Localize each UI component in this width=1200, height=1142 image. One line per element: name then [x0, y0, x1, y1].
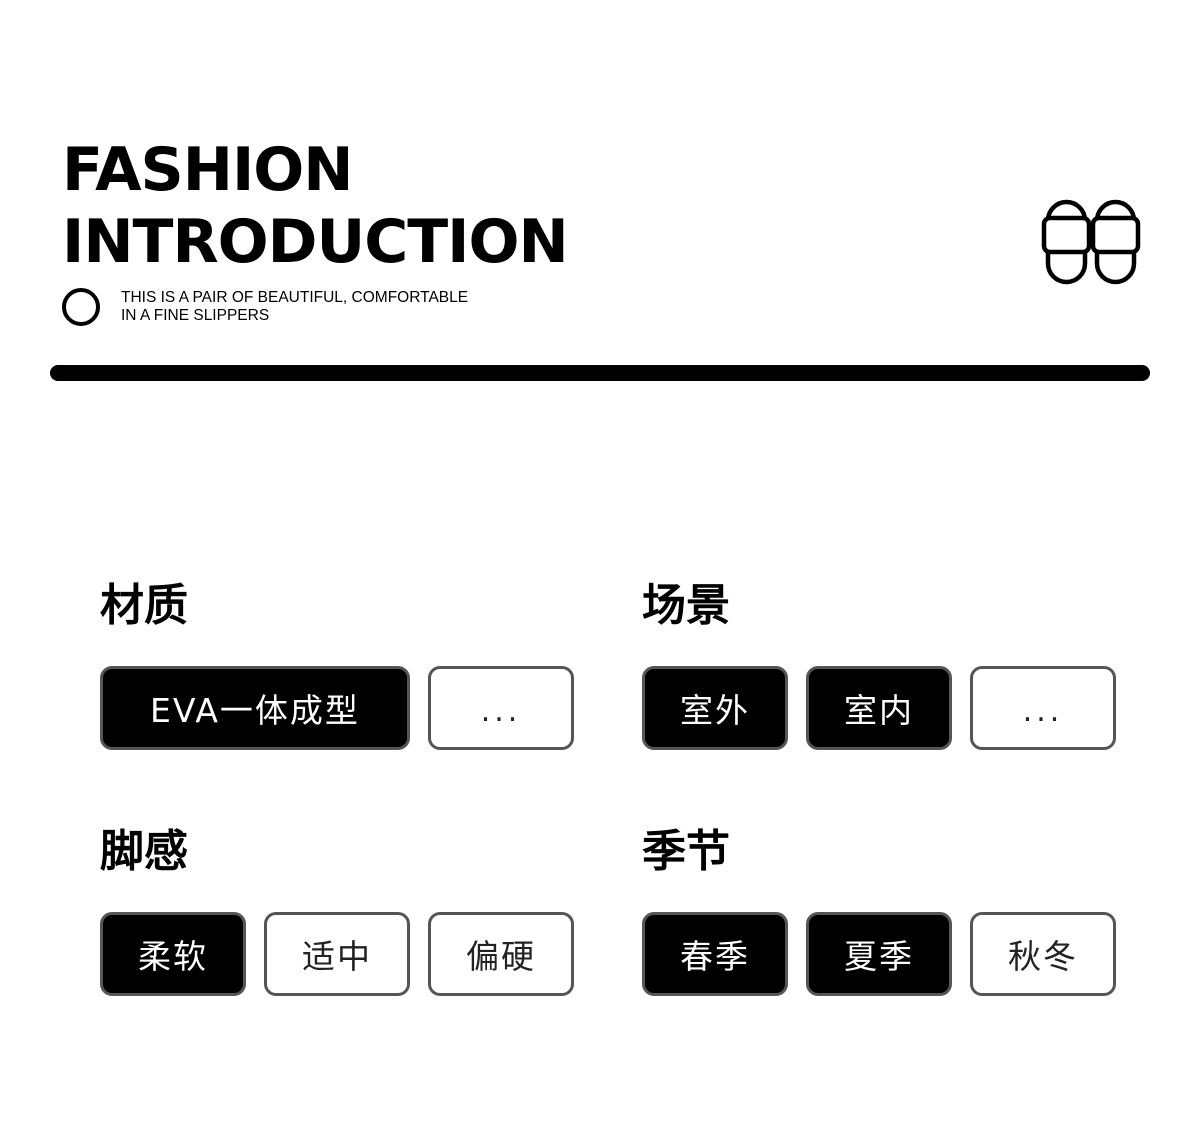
tag-indoor[interactable]: 室内 [806, 666, 952, 750]
tag-more-scene[interactable]: ... [970, 666, 1116, 750]
tag-summer[interactable]: 夏季 [806, 912, 952, 996]
tag-soft[interactable]: 柔软 [100, 912, 246, 996]
tag-group-season: 春季 夏季 秋冬 [642, 912, 1116, 996]
subtitle: THIS IS A PAIR OF BEAUTIFUL, COMFORTABLE… [121, 289, 468, 325]
slippers-icon [1041, 199, 1141, 285]
tag-eva[interactable]: EVA一体成型 [100, 666, 410, 750]
tag-medium[interactable]: 适中 [264, 912, 410, 996]
title-line-fashion: FASHION [62, 135, 354, 205]
tag-outdoor[interactable]: 室外 [642, 666, 788, 750]
section-title-scene: 场景 [642, 580, 730, 631]
tag-more-material[interactable]: ... [428, 666, 574, 750]
tag-group-material: EVA一体成型 ... [100, 666, 574, 750]
tag-spring[interactable]: 春季 [642, 912, 788, 996]
section-title-feel: 脚感 [100, 826, 188, 877]
tag-autumn-winter[interactable]: 秋冬 [970, 912, 1116, 996]
tag-hard[interactable]: 偏硬 [428, 912, 574, 996]
header-divider [50, 365, 1150, 381]
circle-bullet-icon [62, 288, 100, 326]
title-line-introduction: INTRODUCTION [62, 207, 569, 277]
section-title-material: 材质 [100, 580, 188, 631]
tag-group-scene: 室外 室内 ... [642, 666, 1116, 750]
tag-group-feel: 柔软 适中 偏硬 [100, 912, 574, 996]
subtitle-line-2: IN A FINE SLIPPERS [121, 307, 270, 324]
section-title-season: 季节 [642, 826, 730, 877]
subtitle-line-1: THIS IS A PAIR OF BEAUTIFUL, COMFORTABLE [121, 289, 469, 306]
